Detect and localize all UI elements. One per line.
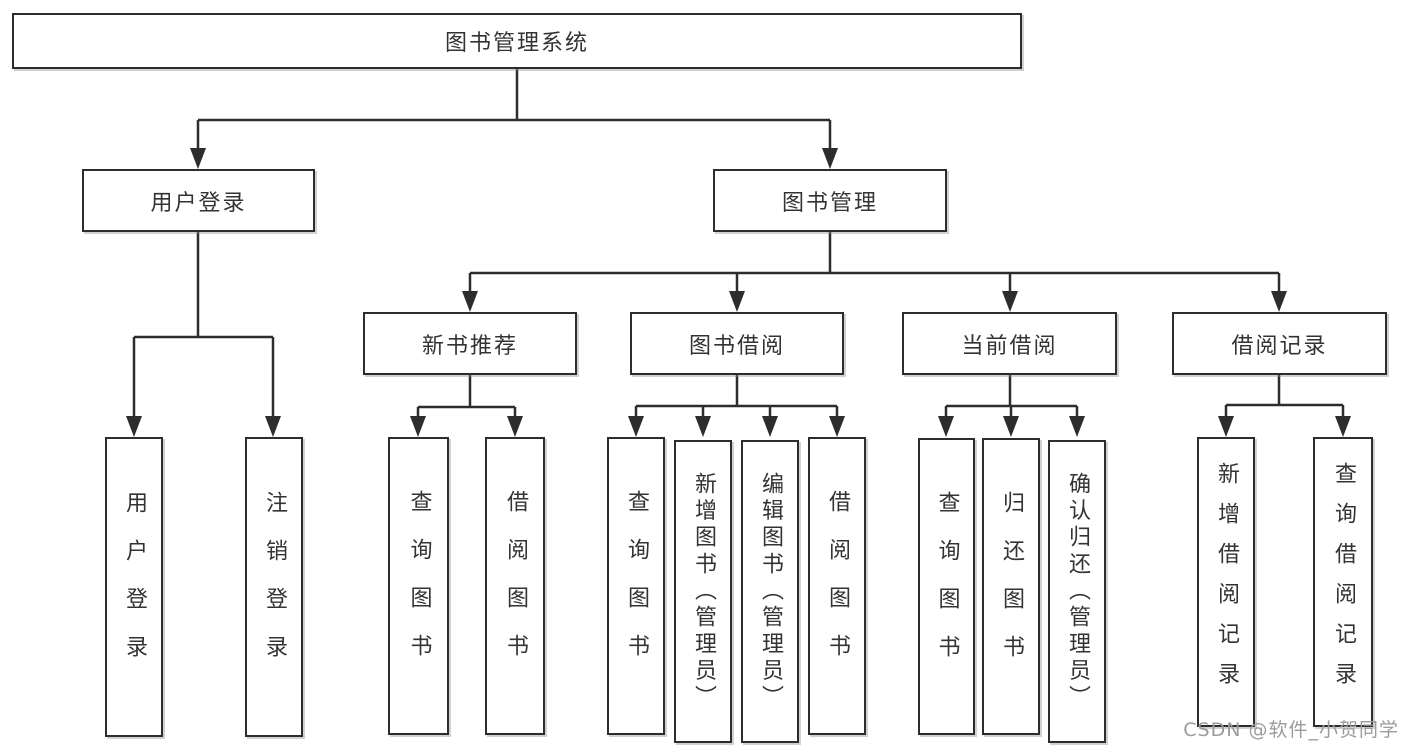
node-label: 新书推荐 [421, 333, 518, 359]
node-borrow-records: 借阅记录 [1172, 312, 1387, 375]
node-label: 当前借阅 [961, 333, 1058, 359]
leaf-edit-book-admin: 编辑图书（管理员） [741, 440, 799, 743]
leaf-query-books-1: 查询图书 [388, 437, 449, 735]
leaf-query-borrow-record: 查询借阅记录 [1313, 437, 1373, 727]
node-label: 借阅记录 [1231, 333, 1328, 359]
node-current-borrow: 当前借阅 [902, 312, 1117, 375]
node-label: 用户登录 [150, 190, 247, 216]
leaf-return-book: 归还图书 [982, 438, 1040, 735]
node-user-login: 用户登录 [82, 169, 315, 232]
node-label: 图书借阅 [688, 333, 785, 359]
node-label: 图书管理 [781, 190, 878, 216]
leaf-logout: 注销登录 [245, 437, 303, 737]
node-book-management-system: 图书管理系统 [12, 13, 1022, 69]
leaf-confirm-return-admin: 确认归还（管理员） [1048, 440, 1106, 743]
node-label: 编辑图书（管理员） [758, 471, 783, 712]
node-label: 注销登录 [262, 491, 287, 683]
leaf-add-borrow-record: 新增借阅记录 [1197, 437, 1255, 727]
leaf-borrow-books-2: 借阅图书 [808, 437, 866, 735]
leaf-add-book-admin: 新增图书（管理员） [674, 440, 732, 743]
node-new-book-recommend: 新书推荐 [363, 312, 577, 375]
node-label: 查询图书 [624, 490, 649, 682]
csdn-watermark: CSDN @软件_小贺同学 [1183, 719, 1399, 741]
node-label: 查询图书 [934, 490, 960, 683]
node-book-management: 图书管理 [713, 169, 947, 232]
node-book-borrow: 图书借阅 [630, 312, 844, 375]
leaf-user-login: 用户登录 [105, 437, 163, 737]
leaf-borrow-books-1: 借阅图书 [485, 437, 545, 735]
node-label: 归还图书 [999, 490, 1024, 683]
node-label: 查询借阅记录 [1331, 462, 1356, 702]
node-label: 新增图书（管理员） [691, 471, 716, 712]
node-label: 查询图书 [406, 490, 432, 682]
leaf-query-books-3: 查询图书 [918, 438, 975, 735]
node-label: 借阅图书 [825, 490, 850, 682]
node-label: 借阅图书 [503, 490, 528, 682]
node-label: 用户登录 [122, 491, 147, 683]
node-label: 确认归还（管理员） [1065, 471, 1090, 712]
leaf-query-books-2: 查询图书 [607, 437, 665, 735]
node-label: 图书管理系统 [444, 31, 589, 56]
node-label: 新增借阅记录 [1214, 462, 1239, 702]
